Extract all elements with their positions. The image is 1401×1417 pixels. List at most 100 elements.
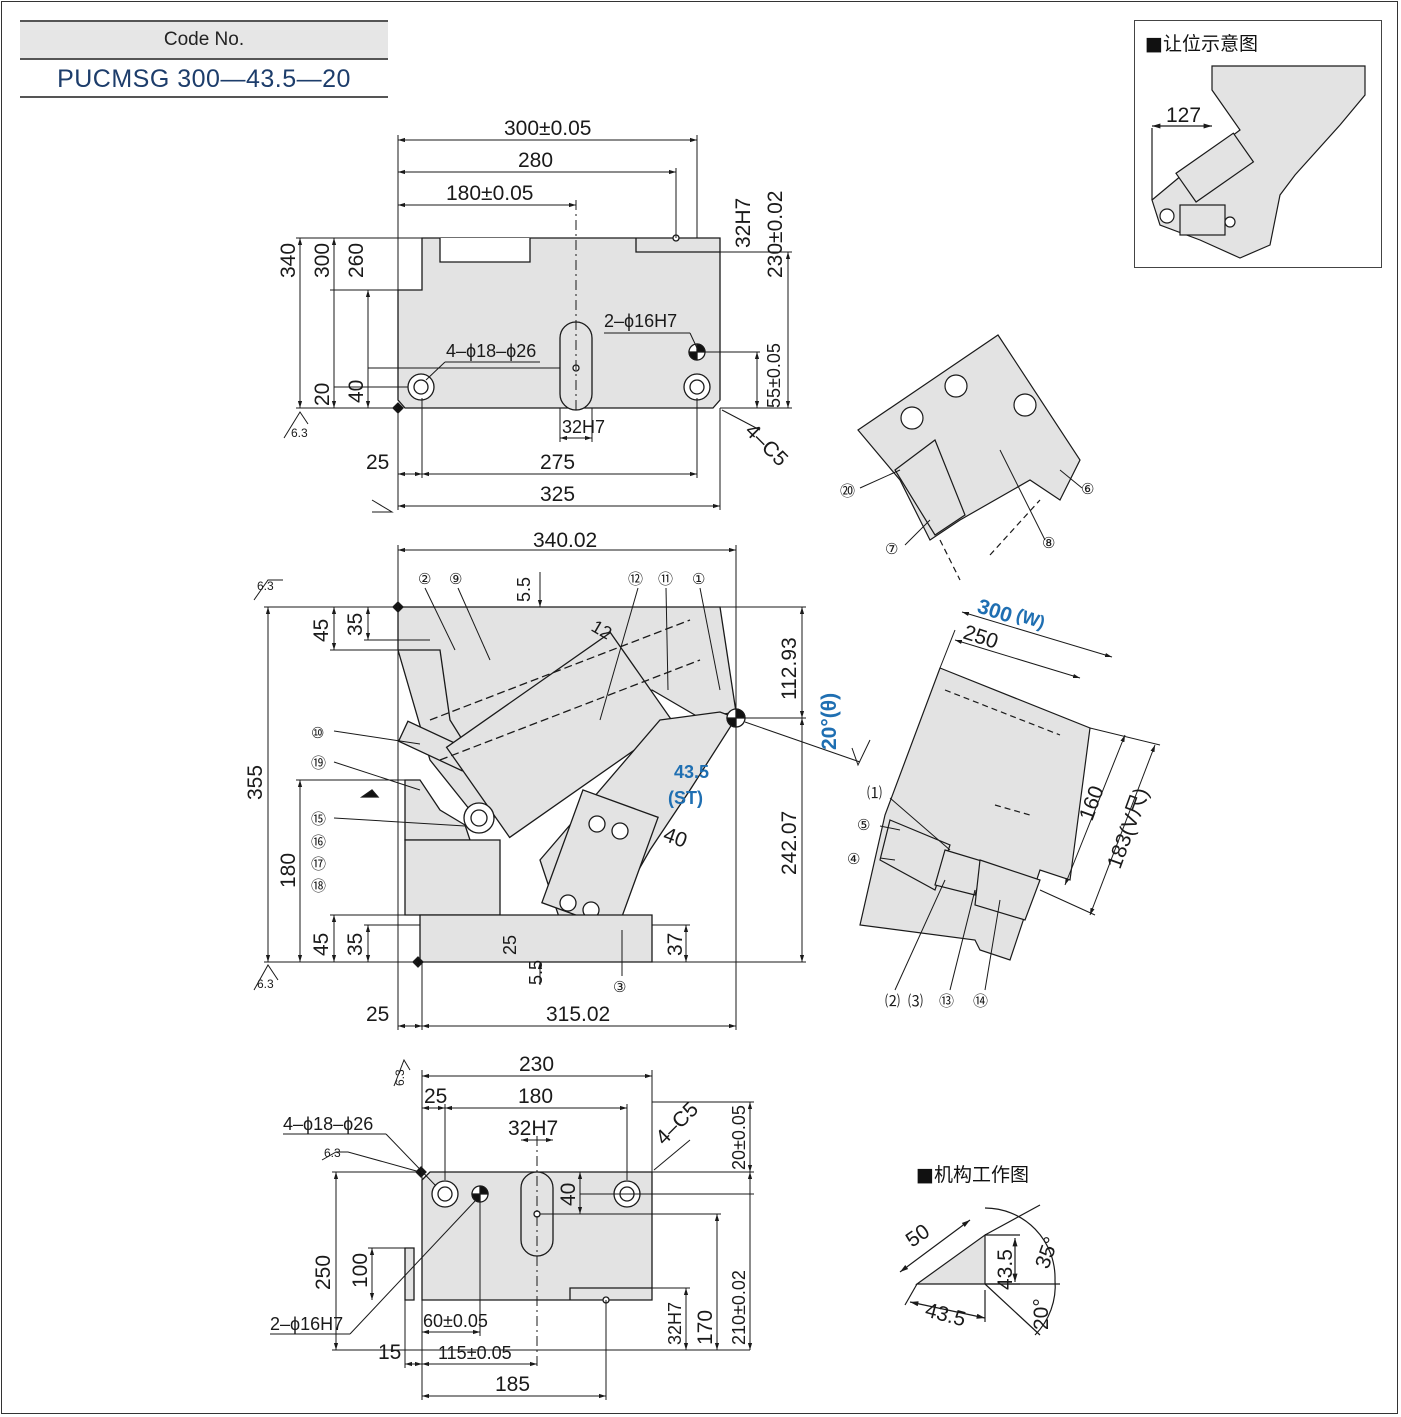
- mechanism-diagram-title: ■机构工作图: [916, 1164, 1029, 1186]
- top-view-plate: [392, 234, 721, 414]
- top-d32h7a: 32H7: [732, 198, 755, 248]
- part-17: ⑰: [311, 856, 326, 873]
- part-6: ⑥: [1081, 481, 1094, 498]
- legend-dim-127: 127: [1166, 104, 1201, 127]
- bottom-c5: 4–C5: [651, 1098, 703, 1150]
- part-15: ⑮: [311, 811, 326, 828]
- side-view: [859, 667, 1091, 961]
- part-5: ⑤: [857, 817, 870, 834]
- top-hole18: 4–ϕ18–ϕ26: [446, 341, 536, 361]
- detail-iso-leaders: [859, 449, 1083, 546]
- top-d230: 230±0.02: [764, 191, 787, 278]
- top-d20: 20: [311, 383, 334, 406]
- front-rough-b: 6.3: [257, 977, 274, 991]
- part-3: ③: [613, 979, 626, 996]
- front-rough-a: 6.3: [257, 579, 274, 593]
- part-8: ⑧: [1042, 535, 1055, 552]
- bottom-d250: 250: [312, 1255, 335, 1290]
- part-19: ⑲: [311, 755, 326, 772]
- front-d35a: 35: [344, 613, 367, 636]
- bottom-d230: 230: [519, 1053, 554, 1076]
- side-v183: 183(V尺): [1103, 785, 1153, 872]
- bottom-d60: 60±0.05: [423, 1311, 488, 1331]
- code-value: PUCMSG 300—43.5—20: [20, 60, 388, 98]
- top-d275: 275: [540, 451, 575, 474]
- mech-d43-5b: 43.5: [923, 1299, 968, 1332]
- mechanism-diagram: [899, 1204, 1060, 1336]
- top-rough: 6.3: [291, 426, 308, 440]
- bottom-rough-a: 6.3: [393, 1069, 407, 1086]
- part-20: ⑳: [840, 483, 855, 500]
- top-hole16: 2–ϕ16H7: [604, 311, 677, 331]
- front-d5-5a: 5.5: [514, 577, 534, 602]
- top-d300: 300±0.05: [504, 117, 591, 140]
- front-d180: 180: [277, 853, 300, 888]
- side-d250: 250: [960, 621, 1000, 654]
- bottom-d100: 100: [349, 1253, 372, 1288]
- bottom-d25: 25: [424, 1085, 447, 1108]
- top-d325: 325: [540, 483, 575, 506]
- mech-d43-5a: 43.5: [994, 1249, 1017, 1290]
- front-d355: 355: [244, 765, 267, 800]
- front-d45b: 45: [310, 933, 333, 956]
- part-21: ⑴: [867, 785, 882, 802]
- front-d37: 37: [664, 933, 687, 956]
- front-d5-5b: 5.5: [526, 960, 546, 985]
- code-number-box: Code No. PUCMSG 300—43.5—20: [20, 20, 388, 98]
- front-d315-02: 315.02: [546, 1003, 610, 1026]
- part-16: ⑯: [311, 834, 326, 851]
- mech-a35: 35°: [1031, 1234, 1063, 1272]
- part-12: ⑫: [628, 571, 643, 588]
- part-18: ⑱: [311, 878, 326, 895]
- bottom-d20: 20±0.05: [729, 1105, 749, 1170]
- bottom-d32h7: 32H7: [508, 1117, 558, 1140]
- front-d242-07: 242.07: [778, 811, 801, 875]
- side-view-dims: [879, 611, 1161, 991]
- front-stroke: 43.5: [674, 762, 709, 782]
- top-d180: 180±0.05: [446, 182, 533, 205]
- bottom-hole16: 2–ϕ16H7: [270, 1314, 343, 1334]
- bottom-d180: 180: [518, 1085, 553, 1108]
- bottom-d32h7b: 32H7: [665, 1302, 685, 1345]
- part-4: ④: [847, 851, 860, 868]
- clearance-diagram-box: ■让位示意图: [1134, 20, 1382, 268]
- front-d25v: 25: [500, 935, 520, 955]
- part-13: ⑬: [939, 993, 954, 1010]
- bottom-view-plate: [404, 1166, 653, 1304]
- top-d40: 40: [345, 380, 368, 403]
- top-d280: 280: [518, 149, 553, 172]
- bottom-d15: 15: [378, 1341, 401, 1364]
- part-22: ⑵: [885, 993, 900, 1010]
- part-2: ②: [418, 571, 431, 588]
- top-d260: 260: [345, 243, 368, 278]
- front-d25: 25: [366, 1003, 389, 1026]
- mech-d50: 50: [902, 1220, 934, 1252]
- bottom-view-dims: [270, 1058, 754, 1400]
- part-7: ⑦: [885, 541, 898, 558]
- top-d55: 55±0.05: [764, 343, 784, 408]
- front-d112-93: 112.93: [778, 637, 801, 700]
- bottom-d170: 170: [694, 1310, 717, 1345]
- top-view-dims: [283, 135, 792, 513]
- part-23: ⑶: [908, 993, 923, 1010]
- front-view-assembly: [359, 601, 746, 968]
- part-14: ⑭: [973, 993, 988, 1010]
- part-9: ⑨: [449, 571, 462, 588]
- bottom-d210: 210±0.02: [729, 1270, 749, 1345]
- top-d300v: 300: [311, 243, 334, 278]
- front-d340-02: 340.02: [533, 529, 597, 552]
- detail-iso-view: [857, 334, 1081, 581]
- top-c5: 4–C5: [740, 419, 792, 471]
- top-d340: 340: [277, 243, 300, 278]
- mech-a20: 20°: [1030, 1298, 1053, 1330]
- front-view-dims: [253, 545, 871, 1030]
- side-w300: 300: [974, 595, 1014, 628]
- front-st: (ST): [668, 788, 703, 808]
- code-label: Code No.: [20, 20, 388, 60]
- bottom-hole18: 4–ϕ18–ϕ26: [283, 1114, 373, 1134]
- bottom-rough-b: 6.3: [324, 1146, 341, 1160]
- top-d25: 25: [366, 451, 389, 474]
